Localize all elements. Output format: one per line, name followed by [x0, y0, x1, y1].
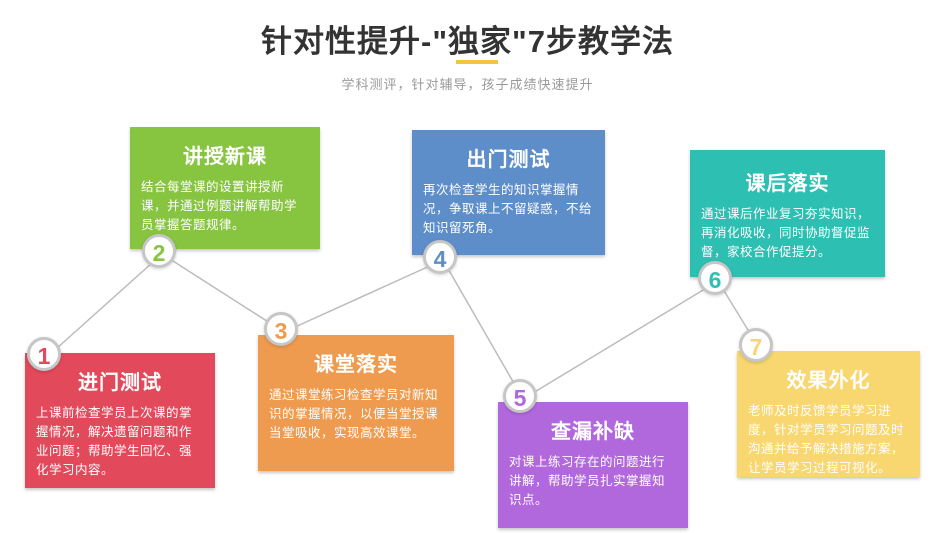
step-card-description: 老师及时反馈学员学习进度，针对学员学习问题及时沟通并给予解决措施方案，让学员学习…: [748, 404, 905, 475]
step-number-badge-1: 1: [27, 337, 61, 371]
page-subtitle: 学科测评，针对辅导，孩子成绩快速提升: [341, 77, 594, 92]
step-number-badge-3: 3: [264, 312, 298, 346]
step-card-title: 出门测试: [466, 149, 551, 171]
step-number-badge-2: 2: [142, 234, 176, 268]
connector-line-5-6: [522, 280, 719, 400]
step-card-description: 结合每堂课的设置讲授新课，并通过例题讲解帮助学员掌握答题规律。: [141, 180, 298, 232]
step-card-gap-filling: 查漏补缺 对课上练习存在的问题进行讲解，帮助学员扎实掌握知识点。: [498, 402, 688, 528]
step-card-title: 课堂落实: [314, 354, 398, 376]
step-card-description: 上课前检查学员上次课的掌握情况，解决遗留问题和作业问题；帮助学生回忆、强化学习内…: [36, 406, 193, 477]
step-number-badge-6: 6: [698, 261, 732, 295]
step-number-badge-5: 5: [503, 379, 537, 413]
step-card-exit-test: 出门测试 再次检查学生的知识掌握情况，争取课上不留疑惑，不给知识留死角。: [412, 130, 605, 255]
step-card-class-practice: 课堂落实 通过课堂练习检查学员对新知识的掌握情况，以便当堂授课当堂吸收，实现高效…: [258, 335, 454, 471]
step-card-description: 通过课后作业复习夯实知识，再消化吸收，同时协助督促监督，家校合作促提分。: [701, 207, 871, 259]
step-card-description: 通过课堂练习检查学员对新知识的掌握情况，以便当堂授课当堂吸收，实现高效课堂。: [269, 388, 439, 440]
step-card-result-feedback: 效果外化 老师及时反馈学员学习进度，针对学员学习问题及时沟通并给予解决措施方案，…: [737, 351, 920, 477]
page-title: 针对性提升-"独家"7步教学法: [261, 24, 674, 59]
step-number-badge-7: 7: [739, 328, 773, 362]
step-card-new-lesson: 讲授新课 结合每堂课的设置讲授新课，并通过例题讲解帮助学员掌握答题规律。: [130, 127, 320, 249]
step-card-title: 讲授新课: [183, 146, 267, 168]
step-card-entry-test: 进门测试 上课前检查学员上次课的掌握情况，解决遗留问题和作业问题；帮助学生回忆、…: [25, 353, 215, 488]
step-card-title: 查漏补缺: [551, 421, 635, 443]
step-number-badge-4: 4: [423, 240, 457, 274]
step-card-title: 效果外化: [786, 370, 871, 392]
connector-line-1-2: [46, 253, 163, 358]
connector-line-2-3: [161, 253, 285, 333]
step-card-title: 课后落实: [745, 173, 830, 195]
step-card-description: 对课上练习存在的问题进行讲解，帮助学员扎实掌握知识点。: [509, 455, 666, 507]
step-card-description: 再次检查学生的知识掌握情况，争取课上不留疑惑，不给知识留死角。: [423, 183, 593, 235]
step-card-after-class: 课后落实 通过课后作业复习夯实知识，再消化吸收，同时协助督促监督，家校合作促提分…: [690, 150, 885, 277]
connector-line-3-4: [283, 259, 444, 333]
title-underline-accent: [456, 60, 498, 64]
connector-line-4-5: [442, 259, 524, 400]
step-card-title: 进门测试: [78, 372, 162, 394]
